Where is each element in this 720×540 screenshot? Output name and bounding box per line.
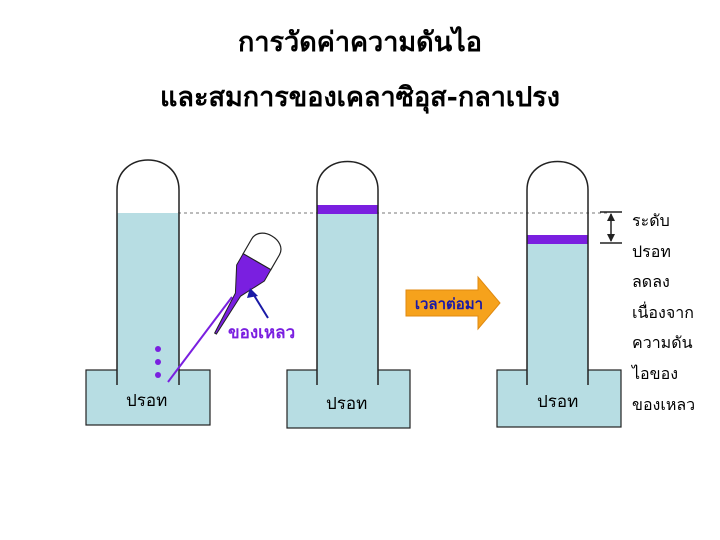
tube-left (116, 159, 180, 385)
drop-dot-1 (155, 346, 161, 352)
liquid-layer-right (527, 235, 588, 244)
title-line-2: และสมการของเคลาซิอุส-กลาเปรง (160, 82, 560, 113)
note-line: ไอของ (632, 363, 679, 383)
dropper (213, 232, 282, 335)
barometer-right (496, 160, 622, 428)
liquid-layer-middle (317, 205, 378, 214)
note-line: เนื่องจาก (632, 302, 694, 322)
note-line: ปรอท (632, 241, 671, 261)
drop-dot-3 (155, 372, 161, 378)
reservoir-middle (286, 369, 411, 429)
note-line: ความดัน (632, 333, 693, 353)
tube-fill-right (527, 243, 588, 373)
tube-middle (316, 160, 379, 385)
note-line: ของเหลว (632, 394, 696, 414)
mercury-label-right: ปรอท (537, 392, 579, 412)
dropper-tip-line (167, 296, 233, 383)
level-drop-indicator (600, 211, 622, 244)
note-line: ระดับ (632, 211, 670, 230)
drop-dot-2 (155, 359, 161, 365)
time-arrow (405, 275, 501, 331)
tube-fill-left (117, 213, 179, 373)
tube-right (526, 160, 589, 385)
mercury-label-left: ปรอท (126, 391, 168, 411)
time-passes-label: เวลาต่อมา (414, 295, 484, 313)
barometer-middle (286, 160, 411, 429)
barometer-left (85, 159, 211, 426)
mercury-label-middle: ปรอท (326, 394, 368, 414)
explanation-note: ระดับ ปรอท ลดลง เนื่องจาก ความดัน ไอของ … (632, 206, 718, 420)
reservoir-right (496, 369, 622, 428)
title-line-1: การวัดค่าความดันไอ (238, 27, 482, 58)
reservoir-left (85, 369, 211, 426)
liquid-label: ของเหลว (228, 323, 296, 343)
note-line: ลดลง (632, 272, 670, 292)
tube-fill-middle (317, 213, 378, 373)
